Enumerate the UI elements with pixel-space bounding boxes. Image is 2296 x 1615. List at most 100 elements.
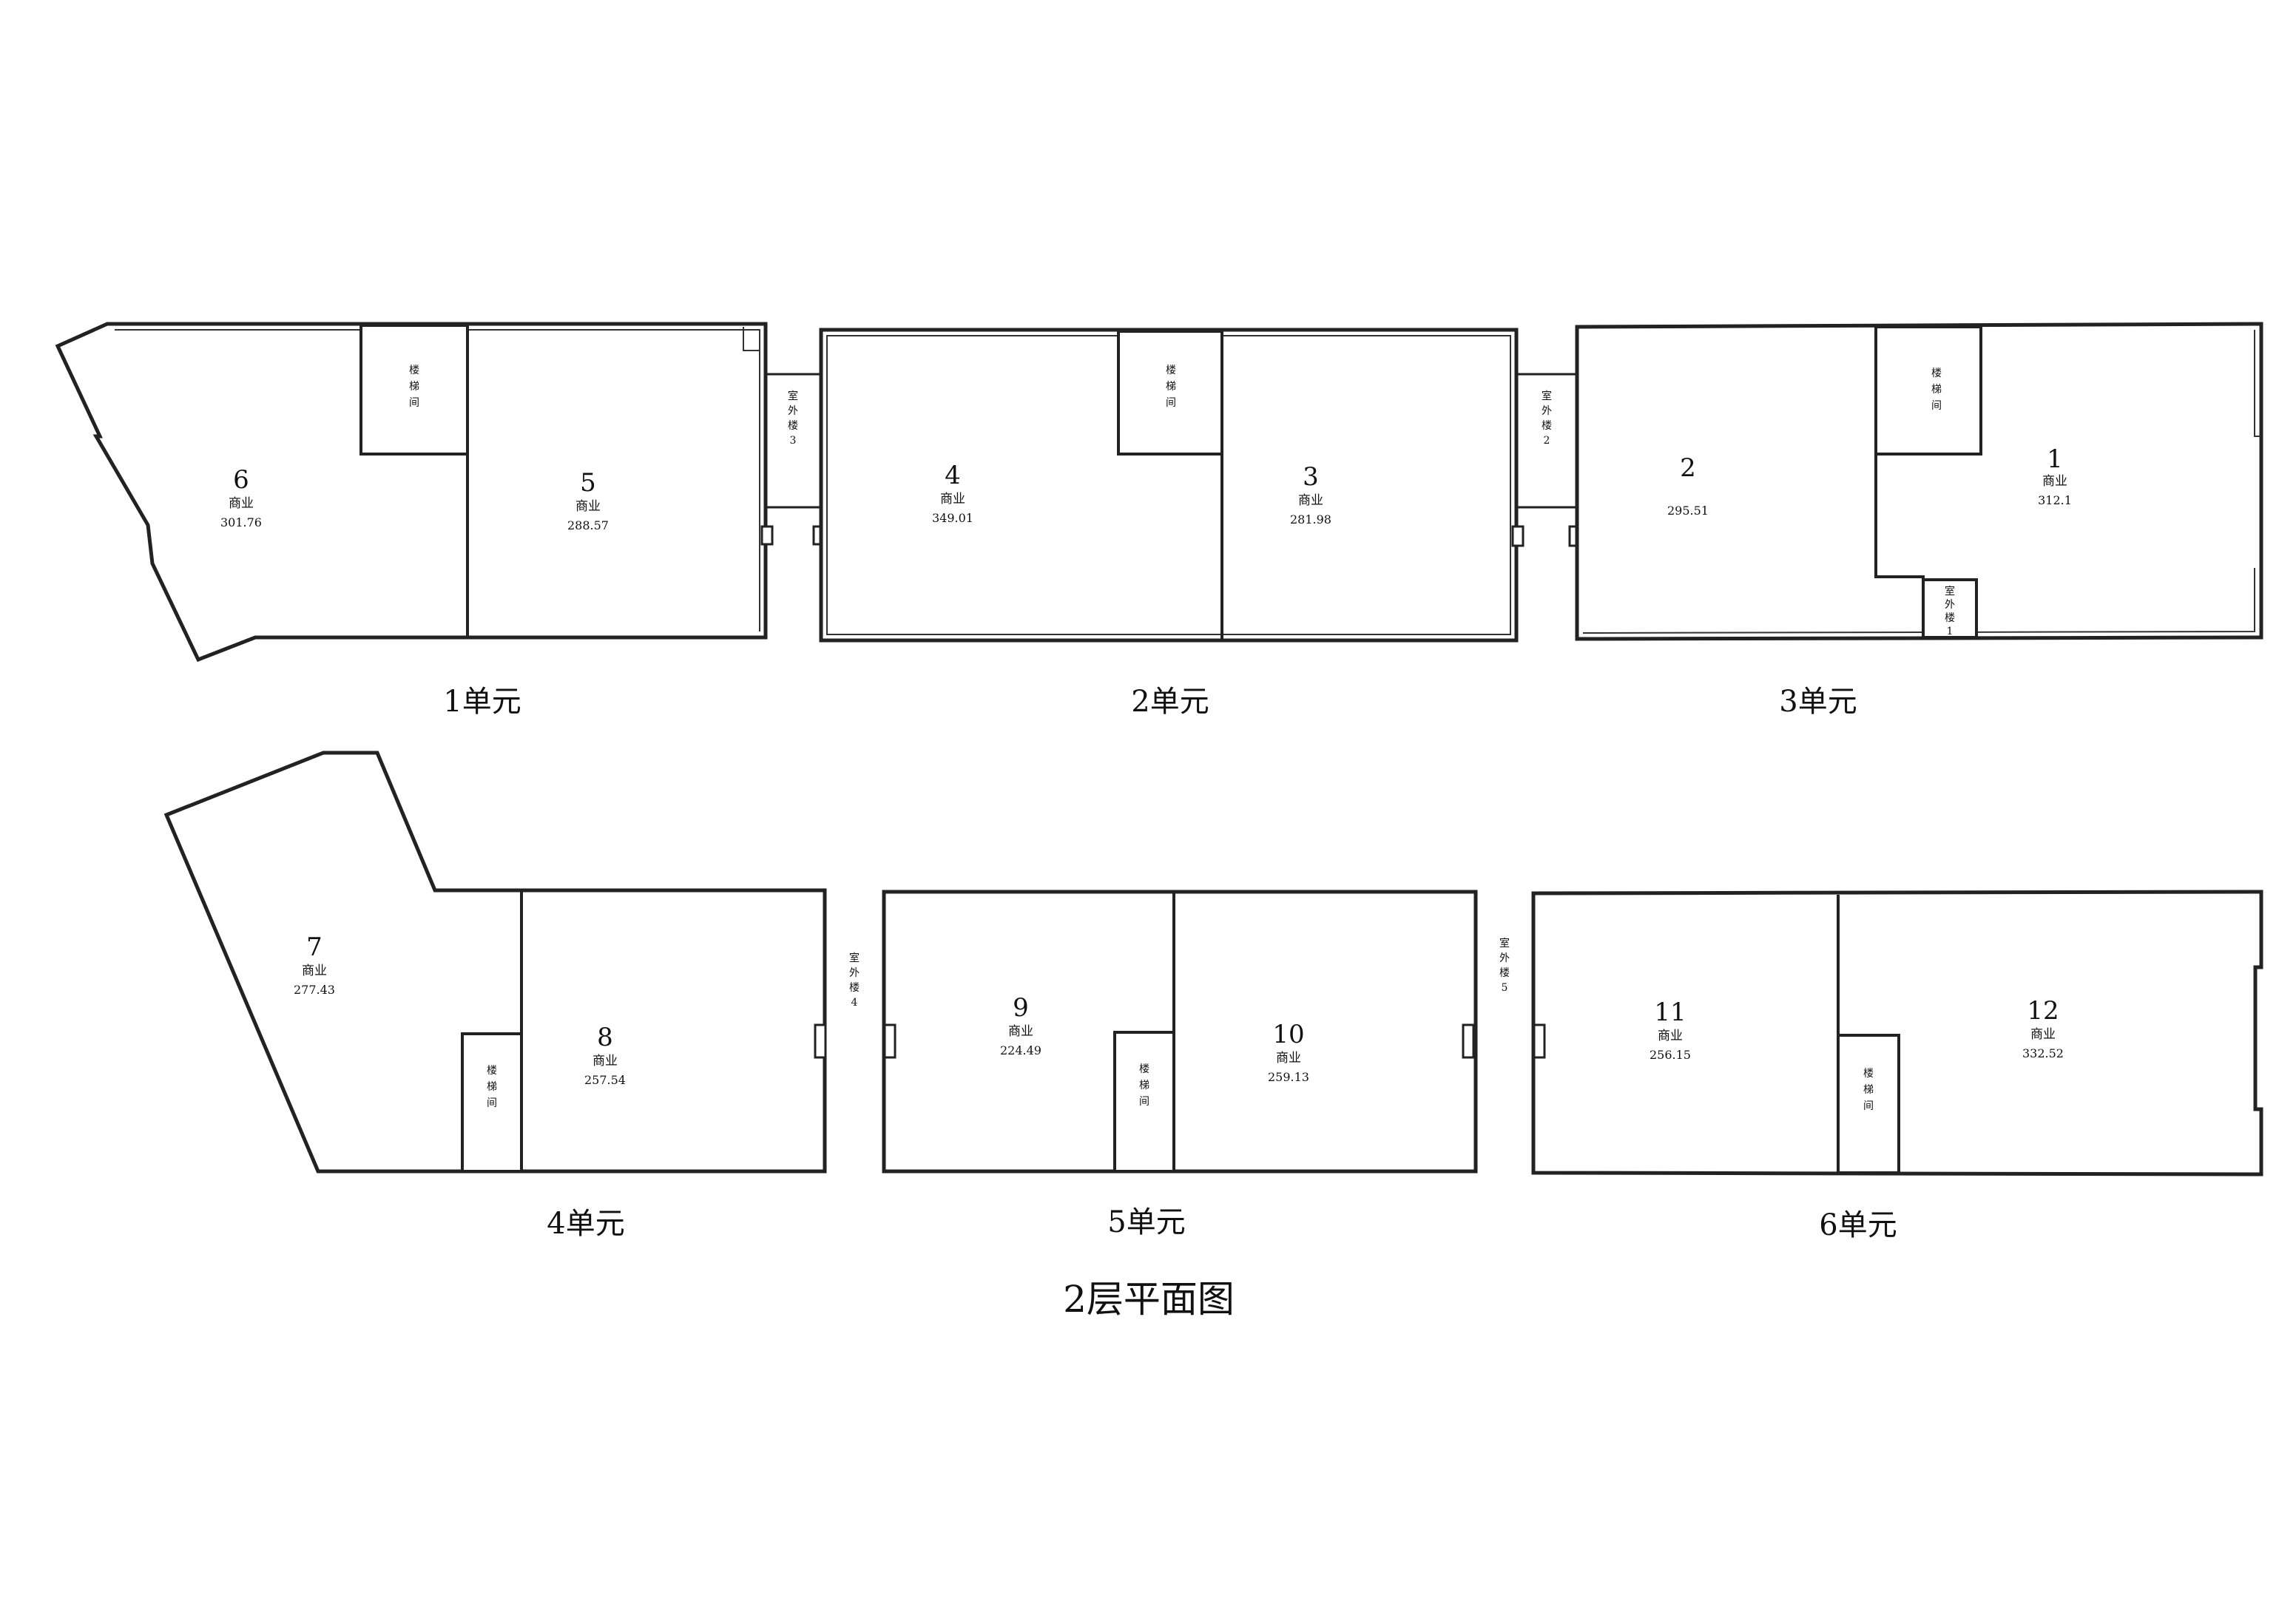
outdoor-stair-1-box [1922, 578, 1978, 639]
stair-label-char: 间 [1139, 1096, 1149, 1108]
stair-unit-6 [1837, 1034, 1900, 1174]
room-3-number: 3 [1303, 462, 1319, 492]
room-4-label: 4 商业 349.01 [932, 461, 973, 525]
stair-label-char: 间 [409, 397, 419, 409]
unit-3-block [1575, 322, 2263, 641]
room-2-number: 2 [1680, 453, 1696, 483]
stair-label-unit-1: 楼 梯 间 [409, 365, 419, 409]
unit-5-outline [882, 890, 1478, 1174]
room-9-use: 商业 [1008, 1024, 1033, 1039]
unit-1-block [55, 322, 768, 663]
stair-label-char: 梯 [409, 381, 419, 393]
stair-unit-2 [1117, 330, 1223, 456]
outdoor-stair-char: 外 [788, 405, 798, 417]
room-10-label: 10 商业 259.13 [1268, 1020, 1309, 1084]
stair-label-char: 梯 [487, 1081, 497, 1093]
stair-unit-1 [359, 324, 469, 456]
outdoor-stair-char: 楼 [1499, 967, 1510, 979]
outdoor-stair-1-label: 室 外 楼 1 [1945, 585, 1955, 637]
outdoor-stair-char: 室 [1542, 390, 1552, 402]
stair-label-unit-6: 楼 梯 间 [1863, 1068, 1874, 1112]
unit-4-outline [163, 751, 827, 1174]
unit-2-block [819, 328, 1519, 643]
room-12-area: 332.52 [2022, 1046, 2064, 1060]
room-4-number: 4 [945, 461, 961, 490]
page-title: 2层平面图 [1063, 1278, 1235, 1321]
outdoor-stair-char: 3 [790, 435, 797, 447]
stair-label-char: 间 [1931, 400, 1942, 412]
stair-label-char: 楼 [409, 365, 419, 376]
room-7-area: 277.43 [294, 983, 335, 997]
unit-6-outline [1531, 890, 2263, 1176]
room-7-use: 商业 [302, 964, 327, 978]
outdoor-stair-char: 外 [1542, 405, 1552, 417]
room-1-label: 1 商业 312.1 [2038, 444, 2072, 507]
room-12-label: 12 商业 332.52 [2022, 996, 2064, 1060]
outdoor-stair-char: 1 [1947, 626, 1954, 637]
stair-unit-5 [1113, 1031, 1175, 1173]
room-11-area: 256.15 [1650, 1048, 1691, 1062]
unit-4-block [163, 751, 827, 1174]
unit-6-caption: 6单元 [1819, 1208, 1897, 1242]
outdoor-stair-char: 室 [788, 390, 798, 402]
room-8-number: 8 [597, 1023, 613, 1052]
outdoor-stair-char: 楼 [849, 982, 860, 994]
room-5-label: 5 商业 288.57 [567, 468, 609, 532]
room-3-label: 3 商业 281.98 [1290, 462, 1331, 527]
room-12-number: 12 [2027, 996, 2059, 1026]
room-5-number: 5 [580, 468, 596, 498]
room-2-label: 2 295.51 [1667, 453, 1709, 518]
room-8-label: 8 商业 257.54 [584, 1023, 626, 1087]
stair-label-char: 梯 [1931, 384, 1942, 396]
outdoor-stair-char: 4 [851, 997, 858, 1009]
room-10-area: 259.13 [1268, 1070, 1309, 1084]
outdoor-stair-5-label: 室 外 楼 5 [1499, 937, 1510, 994]
stair-label-char: 楼 [1931, 368, 1942, 379]
stair-label-char: 间 [1863, 1100, 1874, 1112]
room-4-area: 349.01 [932, 511, 973, 525]
stair-unit-4 [461, 1032, 523, 1173]
room-1-area: 312.1 [2038, 493, 2072, 507]
room-10-use: 商业 [1276, 1051, 1301, 1066]
stair-label-char: 楼 [1166, 365, 1176, 376]
room-12-use: 商业 [2030, 1027, 2056, 1042]
outdoor-stair-char: 室 [1945, 585, 1955, 597]
room-9-number: 9 [1013, 993, 1029, 1023]
stair-label-char: 楼 [1139, 1063, 1149, 1075]
room-8-use: 商业 [592, 1054, 618, 1069]
room-5-area: 288.57 [567, 518, 609, 532]
room-6-label: 6 商业 301.76 [220, 465, 262, 529]
room-6-number: 6 [233, 465, 249, 495]
stair-label-unit-3: 楼 梯 间 [1931, 368, 1942, 412]
stair-label-unit-2: 楼 梯 间 [1166, 365, 1176, 409]
room-11-use: 商业 [1658, 1029, 1683, 1043]
outdoor-stair-char: 外 [849, 967, 860, 979]
room-7-number: 7 [306, 932, 323, 962]
unit-3-outline [1575, 322, 2263, 641]
outdoor-stair-4-label: 室 外 楼 4 [849, 952, 860, 1009]
room-6-use: 商业 [229, 496, 254, 511]
room-5-use: 商业 [575, 499, 601, 514]
room-4-use: 商业 [940, 492, 965, 507]
outdoor-stair-3-label: 室 外 楼 3 [788, 390, 798, 447]
unit-2-caption: 2单元 [1131, 685, 1209, 719]
room-6-area: 301.76 [220, 515, 262, 529]
outdoor-stair-char: 外 [1945, 599, 1955, 611]
outdoor-stair-char: 楼 [1542, 420, 1552, 432]
stair-label-unit-5: 楼 梯 间 [1139, 1063, 1149, 1108]
stair-label-char: 梯 [1139, 1080, 1149, 1091]
room-3-use: 商业 [1298, 493, 1323, 508]
room-7-label: 7 商业 277.43 [294, 932, 335, 997]
unit-5-block [882, 890, 1478, 1174]
unit-1-caption: 1单元 [443, 685, 521, 719]
stair-label-char: 间 [1166, 397, 1176, 409]
outdoor-stair-char: 楼 [788, 420, 798, 432]
outdoor-stair-char: 室 [1499, 937, 1510, 949]
unit-6-block [1531, 890, 2263, 1176]
outdoor-stair-2-label: 室 外 楼 2 [1542, 390, 1552, 447]
room-8-area: 257.54 [584, 1073, 626, 1087]
stair-label-unit-4: 楼 梯 间 [487, 1065, 497, 1109]
room-3-area: 281.98 [1290, 512, 1331, 527]
